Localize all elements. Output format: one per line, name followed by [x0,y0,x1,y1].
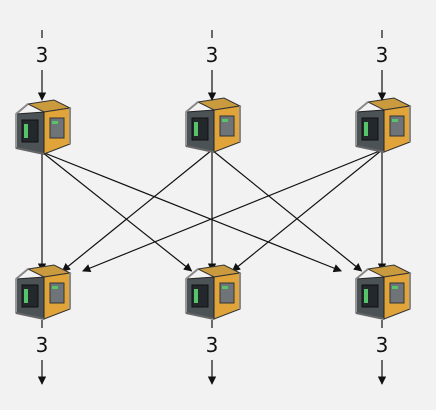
node-top-left-crate-box-icon [15,99,71,155]
edge-top-right-to-bottom-left [82,149,383,273]
node-bottom-middle-crate-box-icon [185,264,241,320]
labels: 3 3 3 3 3 3 [36,30,389,385]
edge-top-left-to-bottom-middle [41,151,193,272]
edge-top-middle-to-bottom-right [211,149,363,272]
edge-top-right-to-bottom-middle [231,149,383,272]
output-label-1: 3 [36,333,49,357]
node-bottom-right-crate-box-icon [355,264,411,320]
nodes [15,97,411,320]
output-label-3: 3 [376,333,389,357]
node-top-right-crate-box-icon [355,97,411,153]
node-top-middle-crate-box-icon [185,97,241,153]
edge-top-middle-to-bottom-left [61,149,213,272]
output-label-2: 3 [206,333,219,357]
edges [37,149,387,273]
input-label-2: 3 [206,43,219,67]
node-bottom-left-crate-box-icon [15,264,71,320]
input-label-3: 3 [376,43,389,67]
input-label-1: 3 [36,43,49,67]
edge-top-left-to-bottom-right [41,151,342,273]
